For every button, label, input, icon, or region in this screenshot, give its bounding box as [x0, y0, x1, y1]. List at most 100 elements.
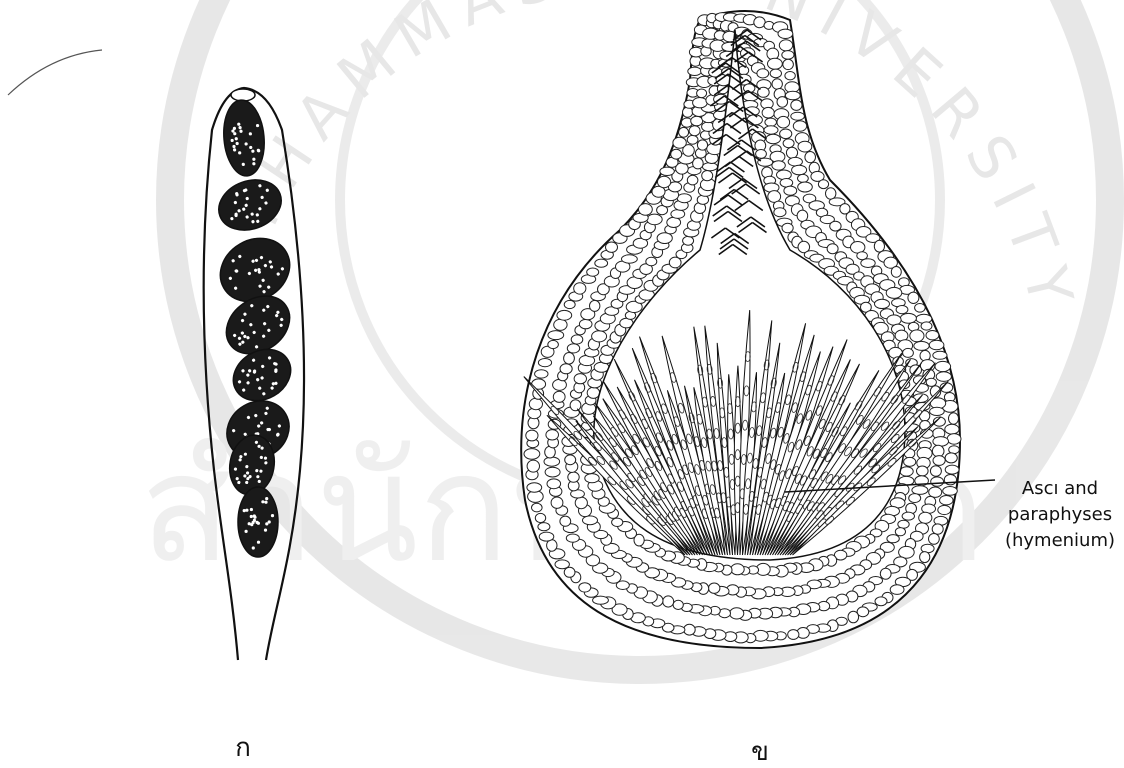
wall-cell	[935, 361, 951, 371]
wall-cell	[777, 170, 792, 180]
stray-stroke	[8, 50, 102, 95]
wall-cell	[574, 283, 586, 294]
wall-cell	[762, 107, 774, 118]
wall-cell	[886, 287, 902, 298]
wall-cell	[595, 259, 608, 267]
wall-cell	[929, 340, 944, 350]
wall-cell	[764, 126, 778, 134]
spore-dot	[243, 509, 246, 512]
wall-cell	[551, 497, 563, 508]
wall-cell	[926, 378, 936, 386]
wall-cell	[575, 497, 587, 509]
wall-cell	[774, 208, 786, 217]
wall-cell	[788, 157, 802, 166]
wall-cell	[772, 161, 785, 170]
wall-cell	[782, 51, 794, 60]
wall-cell	[943, 487, 958, 496]
wall-cell	[554, 319, 567, 330]
wall-cell	[579, 583, 591, 592]
wall-cell	[560, 516, 571, 526]
ascus-apex-pore	[231, 89, 255, 101]
wall-cell	[647, 214, 662, 225]
wall-cell	[756, 150, 767, 159]
wall-cell	[590, 300, 600, 311]
wall-cell	[933, 351, 947, 359]
wall-cell	[683, 236, 694, 245]
wall-cell	[945, 424, 959, 434]
wall-cell	[646, 257, 657, 266]
wall-cell	[679, 127, 689, 137]
wall-cell	[900, 313, 916, 323]
wall-cell	[560, 364, 572, 374]
wall-cell	[564, 567, 575, 577]
wall-cell	[785, 72, 795, 80]
wall-cell	[553, 391, 565, 402]
wall-cell	[731, 564, 744, 575]
spore-dot	[253, 516, 256, 519]
spore-dot	[250, 508, 253, 511]
wall-cell	[778, 29, 793, 38]
wall-cell	[772, 79, 782, 89]
wall-cell	[777, 97, 788, 108]
wall-cell	[791, 112, 805, 120]
wall-cell	[929, 487, 942, 497]
wall-cell	[891, 267, 901, 278]
spore-dot	[245, 509, 248, 512]
wall-cell	[788, 630, 799, 640]
wall-cell	[770, 69, 781, 78]
wall-cell	[887, 315, 901, 325]
wall-cell	[593, 596, 609, 604]
wall-cell	[587, 268, 599, 276]
wall-cell	[663, 596, 674, 607]
spore-dot	[265, 522, 268, 525]
wall-cell	[914, 341, 929, 350]
annotation-line-2: paraphyses	[1008, 504, 1112, 525]
wall-cell	[793, 121, 806, 132]
wall-cell	[565, 455, 576, 465]
wall-cell	[754, 17, 765, 28]
wall-cell	[697, 89, 707, 98]
wall-cell	[564, 353, 575, 365]
wall-cell	[880, 568, 891, 579]
wall-cell	[524, 449, 540, 460]
wall-cell	[783, 139, 794, 148]
wall-cell	[915, 304, 926, 313]
spore-dot	[257, 522, 260, 525]
wall-cell	[797, 210, 808, 221]
wall-cell	[546, 430, 559, 440]
spore-dot	[248, 522, 251, 525]
wall-cell	[555, 560, 569, 569]
spore-dot	[252, 546, 255, 549]
wall-cell	[920, 552, 930, 563]
spore-dot	[257, 541, 260, 544]
wall-cell	[895, 528, 905, 536]
wall-cell	[919, 512, 932, 523]
wall-cell	[896, 306, 908, 314]
panel-b-perithecium	[521, 11, 961, 648]
wall-cell	[933, 437, 949, 447]
wall-cell	[930, 407, 945, 415]
wall-cell	[570, 400, 581, 411]
wall-cell	[544, 457, 560, 466]
wall-cell	[777, 116, 790, 128]
wall-cell	[792, 165, 807, 175]
wall-cell	[827, 244, 838, 254]
wall-cell	[567, 344, 579, 353]
wall-cell	[639, 204, 653, 216]
wall-cell	[904, 457, 916, 466]
wall-cell	[538, 523, 550, 531]
wall-cell	[548, 340, 559, 348]
wall-cell	[917, 466, 929, 476]
ascospore	[238, 487, 278, 557]
wall-cell	[557, 310, 572, 320]
wall-cell	[887, 535, 899, 543]
wall-cell	[931, 477, 944, 486]
wall-cell	[548, 331, 564, 340]
wall-cell	[606, 242, 618, 252]
wall-cell	[697, 140, 707, 150]
wall-cell	[938, 505, 951, 514]
wall-cell	[932, 524, 943, 534]
wall-cell	[529, 398, 542, 409]
wall-cell	[765, 118, 777, 126]
wall-cell	[940, 496, 953, 505]
